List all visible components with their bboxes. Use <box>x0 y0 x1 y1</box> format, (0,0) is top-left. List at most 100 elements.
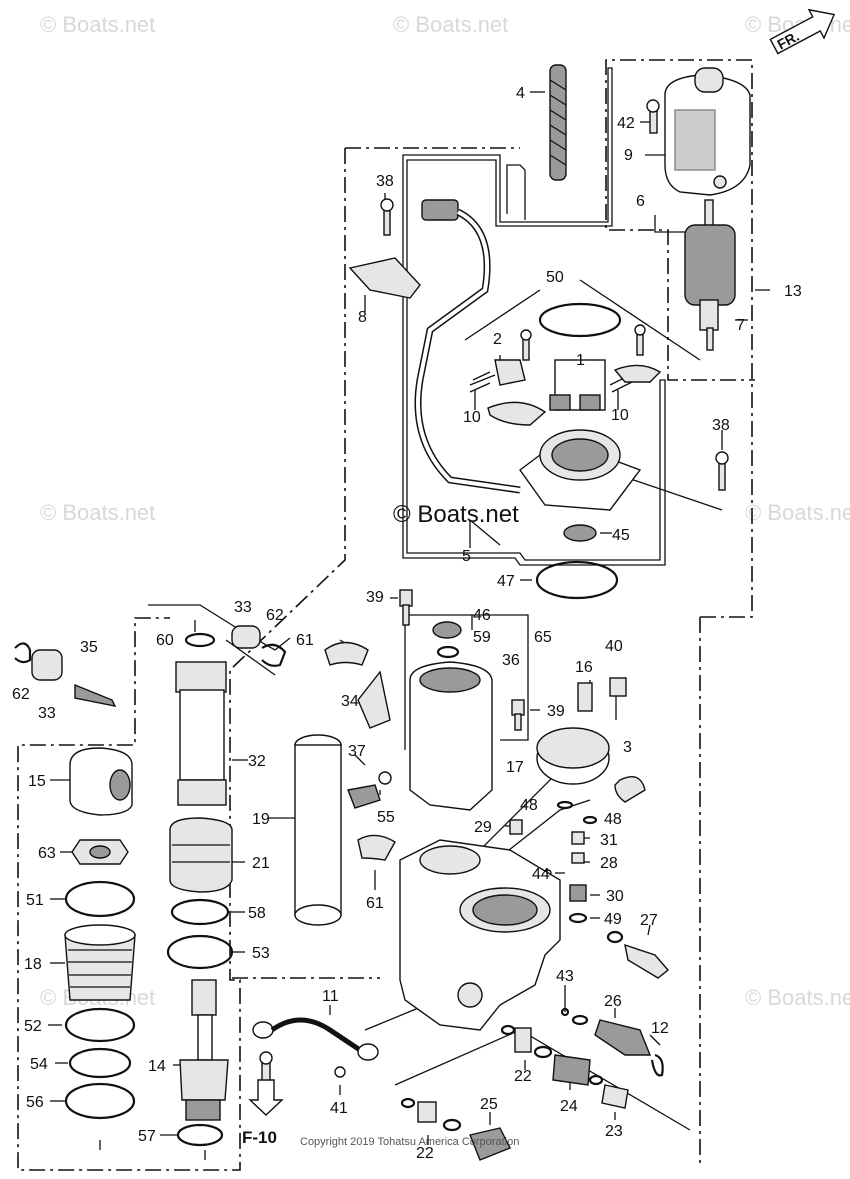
callout-label: 30 <box>606 888 624 905</box>
callout-label: 41 <box>330 1100 348 1117</box>
callout-label: 33 <box>234 599 252 616</box>
callout-label: 65 <box>534 629 552 646</box>
oring-part-47 <box>535 560 619 600</box>
callout-label: 4 <box>516 85 525 102</box>
callout-label: 45 <box>612 527 630 544</box>
callout-label: 29 <box>474 819 492 836</box>
callout-label: 15 <box>28 773 46 790</box>
callout-label: 38 <box>712 417 730 434</box>
callout-label: 3 <box>623 739 632 756</box>
callout-label: 26 <box>604 993 622 1010</box>
watermark: © Boats.net <box>745 500 850 525</box>
callout-label: 61 <box>366 895 384 912</box>
cylinder-parts-left <box>14 625 342 1147</box>
callout-label: 31 <box>600 832 618 849</box>
motor-frame <box>402 67 666 566</box>
assembly-boundary <box>17 59 755 1171</box>
callout-label: 11 <box>322 988 339 1005</box>
watermark: © Boats.net <box>393 12 508 37</box>
callout-label: 25 <box>480 1096 498 1113</box>
callout-label: 48 <box>520 797 538 814</box>
brush-set <box>469 324 662 426</box>
callout-label: 21 <box>252 855 270 872</box>
callout-label: 6 <box>636 193 645 210</box>
callout-label: 59 <box>473 629 491 646</box>
callout-label: 23 <box>605 1123 623 1140</box>
watermark: © Boats.net <box>40 500 155 525</box>
armature-part-7 <box>684 199 736 351</box>
rod-part-4 <box>549 64 567 181</box>
callout-labels: 4 42 9 6 13 7 38 8 50 2 1 10 10 38 45 5 … <box>12 85 802 1162</box>
oring-part-50 <box>538 302 622 338</box>
valve-block <box>509 677 646 924</box>
callout-label: 5 <box>462 548 471 565</box>
callout-label: 34 <box>341 693 359 710</box>
callout-label: 10 <box>463 409 481 426</box>
callout-label: 49 <box>604 911 622 928</box>
brush-holder-base <box>519 429 642 511</box>
wire-harness <box>348 198 521 494</box>
callout-label: 27 <box>640 912 658 929</box>
callout-label: 37 <box>348 743 366 760</box>
callout-label: 44 <box>532 866 550 883</box>
callout-label: 40 <box>605 638 623 655</box>
callout-label: 9 <box>624 147 633 164</box>
callout-label: 35 <box>80 639 98 656</box>
callout-label: 39 <box>547 703 565 720</box>
copyright-text: Copyright 2019 Tohatsu America Corporati… <box>300 1136 519 1148</box>
motor-frame-inner <box>506 164 526 220</box>
callout-label: 63 <box>38 845 56 862</box>
reference-label: F-10 <box>242 1128 277 1147</box>
watermark: © Boats.net <box>745 985 850 1010</box>
callout-label: 33 <box>38 705 56 722</box>
callout-label: 60 <box>156 632 174 649</box>
callout-label: 50 <box>546 269 564 286</box>
motor-housing <box>646 67 751 196</box>
center-watermark: © Boats.net <box>393 501 519 528</box>
reference-arrow: F-10 <box>242 1079 284 1147</box>
reservoir-tank <box>399 589 525 811</box>
callout-label: 53 <box>252 945 270 962</box>
callout-label: 46 <box>473 607 491 624</box>
callout-label: 43 <box>556 968 574 985</box>
callout-label: 17 <box>506 759 524 776</box>
callout-label: 62 <box>12 686 30 703</box>
callout-label: 1 <box>576 352 585 369</box>
watermark: © Boats.net <box>40 12 155 37</box>
callout-label: 22 <box>416 1145 434 1162</box>
callout-label: 28 <box>600 855 618 872</box>
pump-body <box>399 839 561 1031</box>
callout-label: 2 <box>493 331 502 348</box>
callout-label: 22 <box>514 1068 532 1085</box>
seal-part-45 <box>563 524 597 542</box>
callout-label: 58 <box>248 905 266 922</box>
callout-label: 12 <box>651 1020 669 1037</box>
callout-label: 47 <box>497 573 515 590</box>
arrow-shape <box>769 8 836 55</box>
callout-label: 19 <box>252 811 270 828</box>
callout-label: 10 <box>611 407 629 424</box>
callout-label: 18 <box>24 956 42 973</box>
callout-label: 42 <box>617 115 635 132</box>
callout-label: 24 <box>560 1098 578 1115</box>
callout-label: 16 <box>575 659 593 676</box>
callout-label: 62 <box>266 607 284 624</box>
callout-label: 61 <box>296 632 314 649</box>
callout-label: 51 <box>26 892 44 909</box>
callout-label: 39 <box>366 589 384 606</box>
callout-label: 14 <box>148 1058 166 1075</box>
callout-label: 36 <box>502 652 520 669</box>
callout-label: 57 <box>138 1128 156 1145</box>
ground-cable-11 <box>252 1017 379 1088</box>
clamps-and-brackets <box>324 641 396 861</box>
callout-label: 13 <box>784 283 802 300</box>
callout-label: 32 <box>248 753 266 770</box>
callout-label: 52 <box>24 1018 42 1035</box>
valve-fittings <box>400 930 670 1161</box>
callout-label: 54 <box>30 1056 48 1073</box>
screw-part-38 <box>715 451 729 491</box>
callout-label: 55 <box>377 809 395 826</box>
callout-label: 38 <box>376 173 394 190</box>
callout-label: 56 <box>26 1094 44 1111</box>
